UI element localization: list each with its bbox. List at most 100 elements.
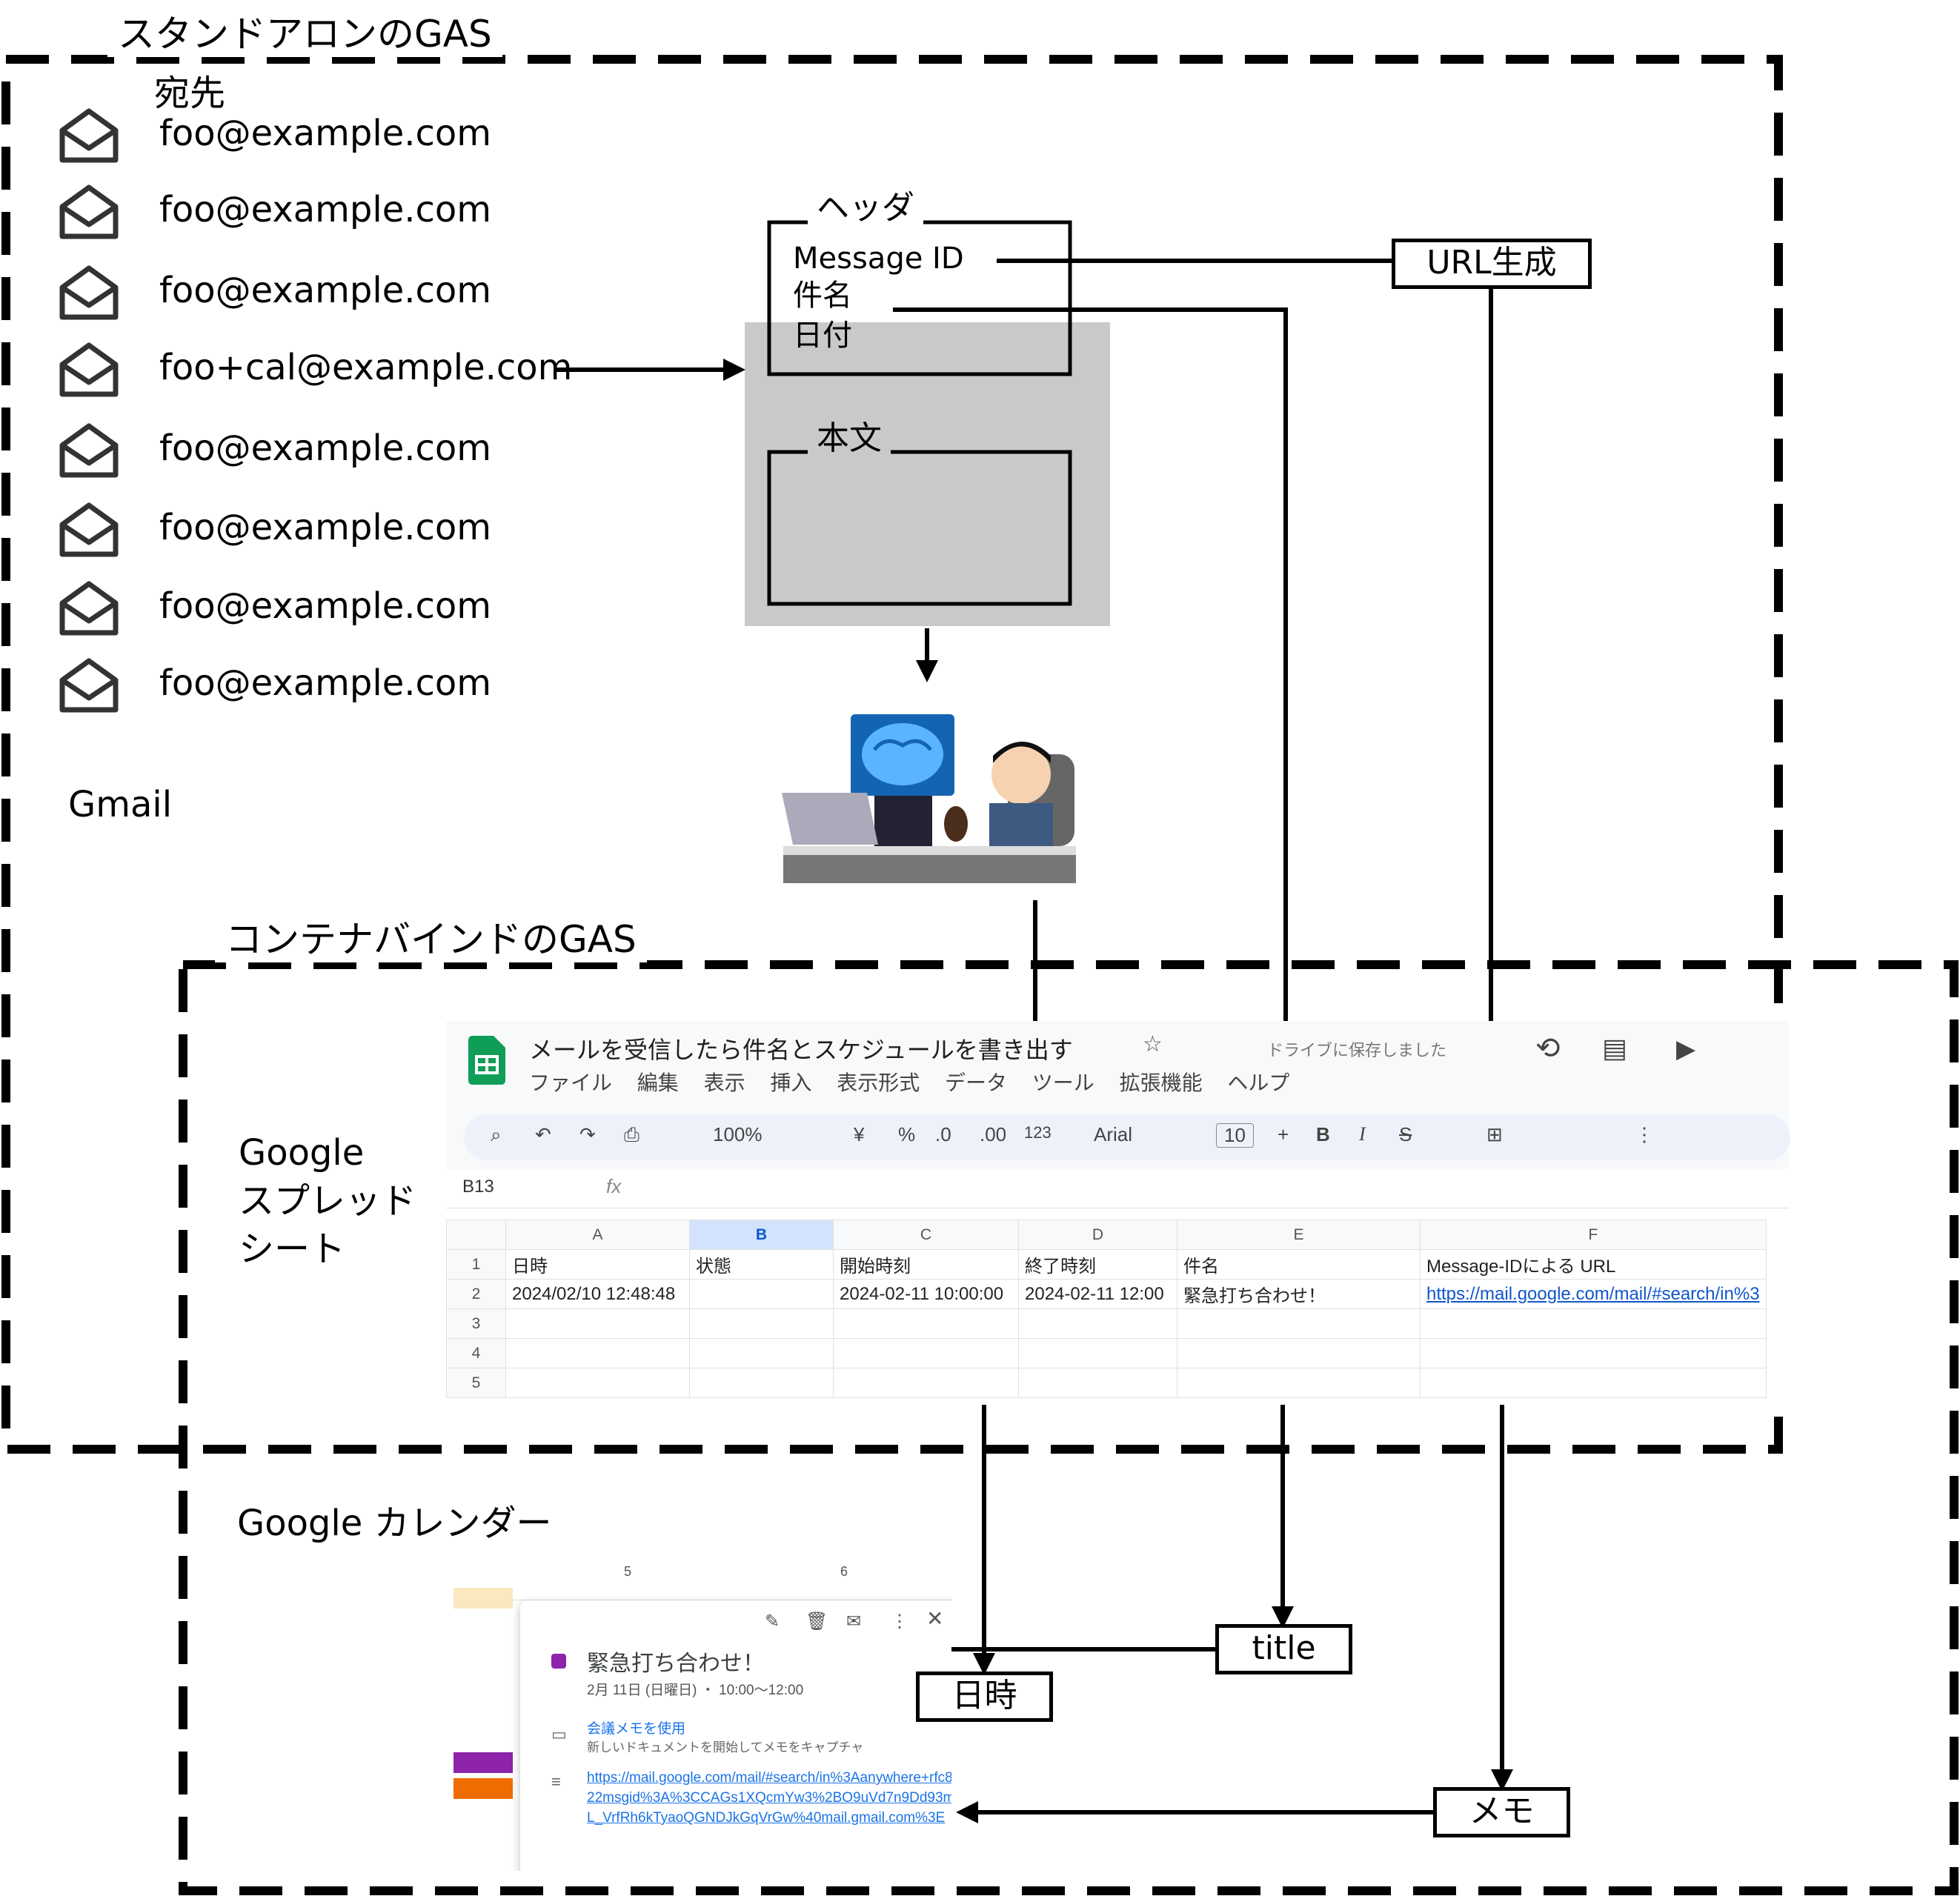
header-line-date: 日付 xyxy=(793,319,852,353)
undo-icon[interactable]: ↶ xyxy=(535,1123,551,1145)
envelope-icon xyxy=(59,423,119,478)
comment-icon[interactable]: ▤ xyxy=(1602,1033,1628,1063)
col-header-b[interactable]: B xyxy=(689,1220,834,1250)
borders-icon[interactable]: ⊞ xyxy=(1486,1123,1503,1145)
decimal-increase-button[interactable]: .00 xyxy=(980,1123,1007,1145)
col-header-e[interactable]: E xyxy=(1177,1220,1421,1250)
percent-button[interactable]: % xyxy=(898,1123,916,1145)
menu-data[interactable]: データ xyxy=(944,1071,1007,1094)
meeting-notes-link[interactable]: 会議メモを使用 xyxy=(587,1721,686,1737)
zoom-select[interactable]: 100% xyxy=(713,1123,763,1145)
col-header-f[interactable]: F xyxy=(1420,1220,1767,1250)
menu-insert[interactable]: 挿入 xyxy=(770,1071,812,1094)
delete-icon[interactable]: 🗑 xyxy=(805,1611,828,1631)
cell-b2[interactable] xyxy=(689,1279,834,1309)
cell-d2[interactable]: 2024-02-11 12:00 xyxy=(1018,1279,1177,1309)
row-number[interactable]: 2 xyxy=(446,1279,506,1309)
recipient-address: foo@example.com xyxy=(159,189,492,230)
video-icon[interactable]: ▶ xyxy=(1676,1035,1696,1063)
datetime-box: 日時 xyxy=(916,1672,1053,1722)
cell-a2[interactable]: 2024/02/10 12:48:48 xyxy=(505,1279,690,1309)
history-icon[interactable]: ⟲ xyxy=(1535,1032,1561,1065)
document-icon: ▭ xyxy=(551,1725,567,1743)
header-line-message-id: Message ID xyxy=(793,242,964,276)
cell-e2[interactable]: 緊急打ち合わせ！ xyxy=(1177,1279,1421,1309)
event-description-url[interactable]: https://mail.google.com/mail/#search/in%… xyxy=(587,1770,951,1826)
menu-view[interactable]: 表示 xyxy=(703,1071,745,1094)
container-gas-title: コンテナバインドのGAS xyxy=(215,917,647,962)
row-number[interactable]: 5 xyxy=(446,1368,506,1398)
calendar-event-chip-purple[interactable] xyxy=(454,1752,513,1773)
row-number[interactable]: 3 xyxy=(446,1308,506,1339)
italic-button[interactable]: I xyxy=(1359,1123,1366,1145)
table-row: 4 xyxy=(446,1338,1767,1368)
cell-f1[interactable]: Message-IDによる URL xyxy=(1420,1249,1767,1280)
email-icon[interactable]: ✉ xyxy=(846,1611,862,1631)
col-header-c[interactable]: C xyxy=(833,1220,1019,1250)
calendar-event-chip-orange[interactable] xyxy=(454,1778,513,1799)
close-icon[interactable]: ✕ xyxy=(926,1607,944,1630)
cell-d1[interactable]: 終了時刻 xyxy=(1018,1249,1177,1280)
envelope-icon xyxy=(59,502,119,557)
calendar-screenshot: 5 6 ✎ 🗑 ✉ ⋮ ✕ 緊急打ち合わせ！ 2月 11日 (日曜日) ・ 10… xyxy=(454,1552,951,1871)
sheets-logo-icon xyxy=(468,1036,505,1085)
column-header-row: A B C D E F xyxy=(446,1220,1767,1250)
col-header-a[interactable]: A xyxy=(505,1220,690,1250)
meeting-notes-sub: 新しいドキュメントを開始してメモをキャプチャ xyxy=(587,1740,864,1754)
row-number[interactable]: 4 xyxy=(446,1338,506,1368)
font-size-input[interactable]: 10 xyxy=(1216,1123,1254,1148)
menu-extensions[interactable]: 拡張機能 xyxy=(1119,1071,1203,1094)
event-date: 2月 11日 (日曜日) ・ 10:00～12:00 xyxy=(587,1683,804,1698)
menu-tools[interactable]: ツール xyxy=(1032,1071,1094,1094)
cell-a1[interactable]: 日時 xyxy=(505,1249,690,1280)
header-line-subject: 件名 xyxy=(793,279,852,313)
envelope-icon xyxy=(59,265,119,320)
day-6: 6 xyxy=(840,1564,848,1579)
menu-help[interactable]: ヘルプ xyxy=(1227,1071,1290,1094)
calendar-event-chip[interactable] xyxy=(454,1588,513,1609)
star-icon[interactable]: ☆ xyxy=(1143,1032,1163,1057)
cell-e1[interactable]: 件名 xyxy=(1177,1249,1421,1280)
calendar-day-header: 5 6 xyxy=(454,1552,951,1600)
more-options-icon[interactable]: ⋮ xyxy=(891,1611,908,1631)
col-header-d[interactable]: D xyxy=(1018,1220,1177,1250)
envelope-icon xyxy=(59,108,119,163)
menu-format[interactable]: 表示形式 xyxy=(837,1071,920,1094)
menu-edit[interactable]: 編集 xyxy=(637,1071,679,1094)
cell-reference[interactable]: B13 xyxy=(462,1177,494,1197)
spreadsheet-screenshot: メールを受信したら件名とスケジュールを書き出す ☆ ドライブに保存しました ⟲ … xyxy=(446,1021,1790,1405)
formula-bar: B13 fx xyxy=(446,1169,1789,1208)
cell-c1[interactable]: 開始時刻 xyxy=(833,1249,1019,1280)
bold-button[interactable]: B xyxy=(1316,1123,1330,1145)
redo-icon[interactable]: ↷ xyxy=(579,1123,596,1145)
envelope-icon xyxy=(59,184,119,239)
more-icon[interactable]: ⋮ xyxy=(1635,1123,1654,1145)
recipient-address: foo@example.com xyxy=(159,585,492,627)
strikethrough-button[interactable]: S xyxy=(1399,1123,1412,1145)
decimal-decrease-button[interactable]: .0 xyxy=(935,1123,951,1145)
search-icon[interactable]: ⌕ xyxy=(491,1123,502,1145)
recipient-address: foo@example.com xyxy=(159,113,492,154)
font-select[interactable]: Arial xyxy=(1094,1123,1133,1145)
sheet-label-line2: スプレッド xyxy=(239,1180,417,1222)
menu-file[interactable]: ファイル xyxy=(529,1071,613,1094)
font-size-increase-icon[interactable]: + xyxy=(1278,1123,1289,1145)
body-box xyxy=(767,450,1072,606)
cell-f2[interactable]: https://mail.google.com/mail/#search/in%… xyxy=(1420,1279,1767,1309)
recipient-address: foo@example.com xyxy=(159,428,492,469)
description-icon: ≡ xyxy=(551,1772,561,1791)
title-box: title xyxy=(1215,1624,1352,1674)
standalone-gas-frame xyxy=(1,55,1783,1454)
currency-button[interactable]: ¥ xyxy=(854,1123,865,1145)
sheet-grid: A B C D E F 1 日時 状態 開始時刻 終了時刻 件名 Message… xyxy=(446,1220,1767,1398)
memo-box: メモ xyxy=(1433,1787,1570,1837)
row-number[interactable]: 1 xyxy=(446,1249,506,1280)
calendar-label: Google カレンダー xyxy=(237,1503,552,1544)
cell-b1[interactable]: 状態 xyxy=(689,1249,834,1280)
cell-c2[interactable]: 2024-02-11 10:00:00 xyxy=(833,1279,1019,1309)
number-format-button[interactable]: 123 xyxy=(1024,1123,1052,1142)
edit-icon[interactable]: ✎ xyxy=(765,1611,780,1631)
print-icon[interactable]: ⎙ xyxy=(624,1123,640,1145)
recipients-label: 宛先 xyxy=(154,73,226,114)
recipient-address: foo@example.com xyxy=(159,507,492,548)
